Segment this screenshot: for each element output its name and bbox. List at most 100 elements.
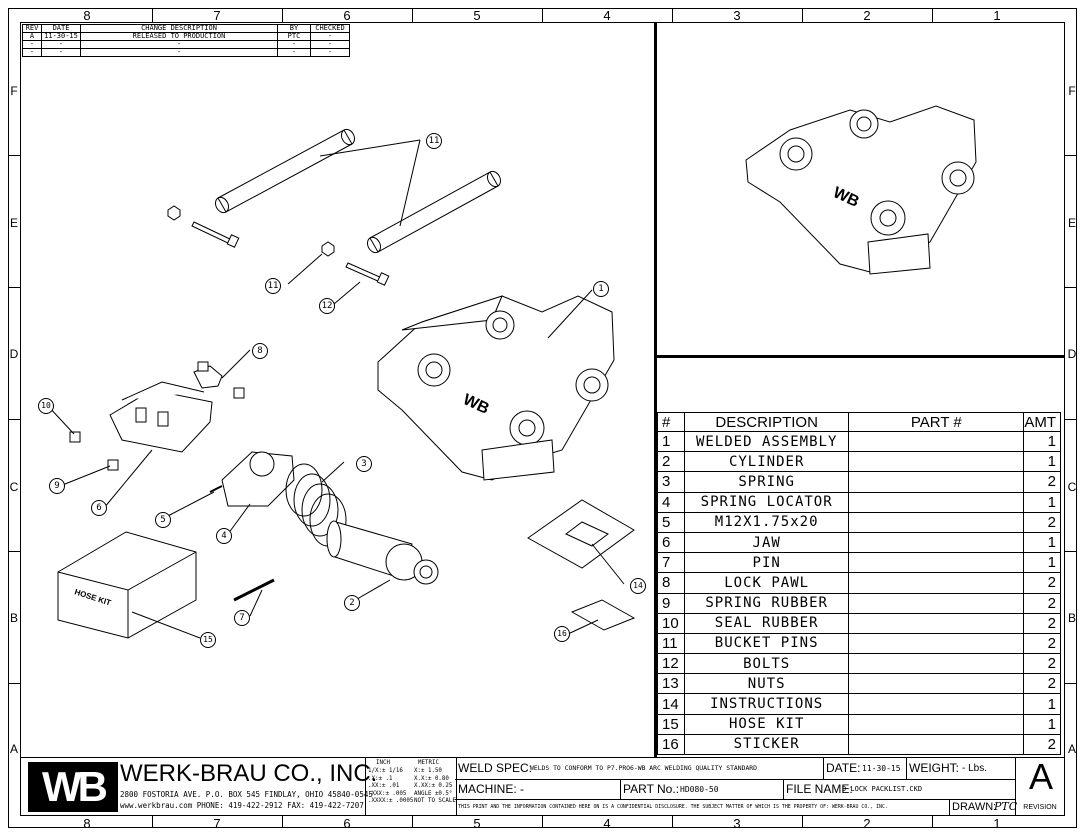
row-description: INSTRUCTIONS xyxy=(683,693,850,715)
row-part-number xyxy=(848,572,1025,594)
zone-row: F xyxy=(1068,84,1076,98)
zone-col: 5 xyxy=(473,8,481,23)
date-value: 11-30-15 xyxy=(862,764,901,773)
tick xyxy=(932,8,933,22)
row-num: 7 xyxy=(657,552,685,574)
m12-bolt xyxy=(209,485,223,493)
tick xyxy=(1065,683,1077,684)
balloon-10: 10 xyxy=(38,398,54,414)
balloon-8: 8 xyxy=(252,343,268,359)
rev-cell: - xyxy=(80,48,278,57)
row-amount: 1 xyxy=(1023,430,1061,453)
tick xyxy=(412,8,413,22)
row-amount: 1 xyxy=(1023,552,1061,574)
row-num: 13 xyxy=(657,673,685,695)
tol-inch-header: INCH xyxy=(376,760,390,766)
panel-divider-horizontal xyxy=(654,355,1065,358)
tick xyxy=(1065,155,1077,156)
tick xyxy=(672,8,673,22)
tick xyxy=(282,816,283,828)
title-row-line xyxy=(455,779,1015,780)
nut-upper xyxy=(167,205,181,221)
nut-lower xyxy=(321,241,335,257)
row-part-number xyxy=(848,552,1025,574)
machine-value: - xyxy=(520,782,524,796)
zone-row: C xyxy=(1067,480,1077,494)
row-description: LOCK PAWL xyxy=(683,572,850,594)
hose-kit-box: HOSE KIT xyxy=(57,531,197,639)
zone-col: 5 xyxy=(473,816,481,831)
row-num: 8 xyxy=(657,572,685,594)
title-col-line xyxy=(783,779,784,799)
zone-col: 3 xyxy=(733,8,741,23)
header-amount: AMT xyxy=(1023,412,1061,432)
title-col-line xyxy=(906,758,907,779)
tick xyxy=(8,551,20,552)
welded-assembly: WB xyxy=(377,295,615,481)
tick xyxy=(542,8,543,22)
zone-row: C xyxy=(9,480,19,494)
tol-metric-header: METRIC xyxy=(418,760,439,766)
balloon-4: 4 xyxy=(216,528,232,544)
zone-col: 2 xyxy=(863,8,871,23)
tick xyxy=(1065,419,1077,420)
zone-col: 1 xyxy=(993,8,1001,23)
tol-metric: X.X:± 0.80 xyxy=(414,775,449,782)
row-part-number xyxy=(848,511,1025,533)
balloon-5: 5 xyxy=(155,512,171,528)
tick xyxy=(282,8,283,22)
row-num: 5 xyxy=(657,511,685,533)
zone-col: 6 xyxy=(343,8,351,23)
tick xyxy=(802,8,803,22)
row-amount: 2 xyxy=(1023,511,1061,533)
zone-col: 6 xyxy=(343,816,351,831)
row-amount: 2 xyxy=(1023,733,1061,756)
tick xyxy=(8,419,20,420)
row-amount: 2 xyxy=(1023,653,1061,675)
tol-metric: X.XX:± 0.25 xyxy=(414,783,453,789)
tol-inch: 1/X:± 1/16 xyxy=(368,768,403,774)
row-description: BOLTS xyxy=(683,653,850,675)
balloon-12: 12 xyxy=(319,298,335,314)
zone-col: 8 xyxy=(83,8,91,23)
row-part-number xyxy=(848,451,1025,473)
cylinder xyxy=(326,520,439,585)
balloon-3: 3 xyxy=(356,456,372,472)
tick xyxy=(1065,551,1077,552)
row-num: 11 xyxy=(657,632,685,655)
sticker xyxy=(570,599,636,631)
row-description: PIN xyxy=(683,552,850,574)
zone-col: 4 xyxy=(603,8,611,23)
lock-pawl xyxy=(193,361,245,399)
tick xyxy=(152,816,153,828)
row-part-number xyxy=(848,491,1025,513)
drawn-label: DRAWN: xyxy=(952,801,997,813)
row-amount: 1 xyxy=(1023,531,1061,554)
drawn-value: PTC xyxy=(994,800,1018,813)
assembled-view-drawing: WB xyxy=(745,105,977,275)
row-amount: 2 xyxy=(1023,612,1061,634)
tol-inch: .X:± .1 xyxy=(368,775,393,782)
zone-col: 8 xyxy=(83,816,91,831)
balloon-7: 7 xyxy=(234,610,250,626)
row-description: JAW xyxy=(683,531,850,554)
title-col-line xyxy=(1015,758,1016,815)
zone-row: A xyxy=(1067,742,1076,756)
rev-cell: - xyxy=(22,48,42,57)
row-amount: 2 xyxy=(1023,673,1061,695)
revision-label: REVISION xyxy=(1023,804,1057,811)
row-part-number xyxy=(848,612,1025,634)
row-amount: 2 xyxy=(1023,471,1061,493)
spring-rubber xyxy=(107,459,119,471)
row-description: HOSE KIT xyxy=(683,713,850,735)
zone-col: 2 xyxy=(863,816,871,831)
tick xyxy=(542,816,543,828)
weld-spec-label: WELD SPEC: xyxy=(458,761,533,775)
